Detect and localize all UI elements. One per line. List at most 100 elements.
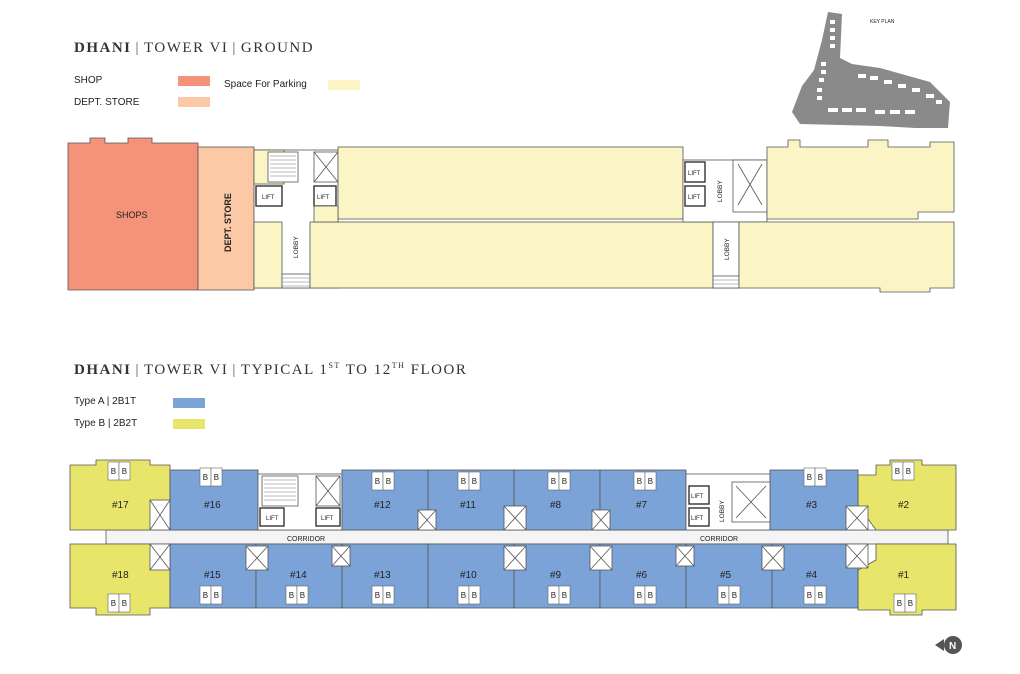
unit-16-label: #16: [204, 500, 221, 511]
unit-2-label: #2: [898, 500, 910, 511]
unit-18-label: #18: [112, 570, 129, 581]
legend-type-a-swatch: [173, 398, 205, 408]
bath-label: B: [648, 591, 653, 600]
bath-box: [728, 585, 741, 605]
ground-lift-3-label: LIFT: [688, 171, 701, 177]
unit-5-label: #5: [720, 570, 732, 581]
typical-title-mid: TO 12: [340, 362, 392, 378]
bath-label: B: [472, 591, 477, 600]
corridor: [105, 529, 949, 545]
bath-box: [296, 585, 309, 605]
typical-title-pre: TYPICAL 1: [240, 362, 329, 378]
bath-label: B: [818, 473, 823, 482]
typical-lift-2: [315, 507, 341, 527]
ground-floor-plan: SHOPS DEPT. STORE LIFT LIFT LIFT LIFT LO…: [67, 137, 955, 293]
bath-label: B: [551, 591, 556, 600]
parking-center-bottom: [309, 221, 714, 289]
bath-label: B: [897, 599, 902, 608]
bath-box: [382, 585, 395, 605]
typical-title-post: FLOOR: [405, 362, 468, 378]
bath-box: [644, 471, 657, 491]
bath-label: B: [300, 591, 305, 600]
bath-label: B: [562, 477, 567, 486]
bath-label: B: [818, 591, 823, 600]
bath-label: B: [732, 591, 737, 600]
typical-floor-plan: CORRIDOR CORRIDOR LIFT LIFT LIFT LIFT LO…: [69, 459, 957, 616]
legend-parking-label: Space For Parking: [224, 79, 307, 90]
typical-lobby-label: LOBBY: [719, 500, 726, 522]
bath-label: B: [122, 599, 127, 608]
ground-lift-1: [255, 185, 283, 207]
bath-label: B: [203, 591, 208, 600]
unit-17-area: [69, 459, 171, 531]
bath-box: [382, 471, 395, 491]
typical-title-sup1: ST: [328, 361, 341, 370]
typical-lift-1: [259, 507, 285, 527]
bath-label: B: [111, 599, 116, 608]
north-arrow: N: [935, 636, 962, 654]
legend-shop-swatch: [178, 76, 210, 86]
typical-lift-4-label: LIFT: [691, 516, 704, 522]
typical-lift-2-label: LIFT: [321, 516, 334, 522]
bath-label: B: [807, 591, 812, 600]
ground-lobby-label-2: LOBBY: [717, 180, 724, 202]
typical-lift-1-label: LIFT: [266, 516, 279, 522]
unit-14-label: #14: [290, 570, 307, 581]
bath-box: [814, 467, 827, 487]
unit-13-label: #13: [374, 570, 391, 581]
bath-label: B: [214, 473, 219, 482]
bath-box: [814, 585, 827, 605]
ground-title-tower: TOWER VI: [144, 40, 229, 56]
ground-lift-2-label: LIFT: [317, 195, 330, 201]
typical-title-tower: TOWER VI: [144, 362, 229, 378]
typical-title-sup2: TH: [391, 361, 406, 370]
parking-right-top: [766, 139, 955, 220]
bath-label: B: [721, 591, 726, 600]
unit-4-label: #4: [806, 570, 818, 581]
bath-label: B: [375, 477, 380, 486]
unit-15-label: #15: [204, 570, 221, 581]
bath-label: B: [214, 591, 219, 600]
unit-8-label: #8: [550, 500, 562, 511]
ground-lift-1-label: LIFT: [262, 195, 275, 201]
ground-lobby-label-1: LOBBY: [293, 236, 300, 258]
bath-box: [118, 461, 131, 481]
parking-right-bottom: [738, 221, 955, 293]
bath-box: [210, 467, 223, 487]
legend-dept-label: DEPT. STORE: [74, 97, 140, 108]
typical-lift-4: [688, 507, 710, 527]
ground-title-project: DHANI: [74, 40, 132, 56]
bath-label: B: [906, 467, 911, 476]
bath-box: [902, 461, 915, 481]
bath-box: [558, 585, 571, 605]
unit-11-label: #11: [460, 500, 476, 511]
bath-label: B: [122, 467, 127, 476]
key-plan: KEY PLAN: [792, 12, 950, 128]
unit-3-label: #3: [806, 500, 818, 511]
bath-box: [118, 593, 131, 613]
legend-type-a-label: Type A | 2B1T: [74, 396, 137, 407]
bath-label: B: [895, 467, 900, 476]
bath-label: B: [637, 591, 642, 600]
bath-box: [558, 471, 571, 491]
unit-18-area: [69, 543, 171, 616]
typical-title-project: DHANI: [74, 362, 132, 378]
corridor-label-2: CORRIDOR: [700, 536, 738, 543]
shops-label: SHOPS: [116, 210, 148, 220]
key-plan-label: KEY PLAN: [870, 19, 895, 25]
bath-box: [468, 471, 481, 491]
parking-center-top: [337, 146, 684, 220]
unit-10-label: #10: [460, 570, 477, 581]
ground-lift-3: [684, 161, 706, 183]
bath-box: [210, 585, 223, 605]
legend-type-b-swatch: [173, 419, 205, 429]
bath-box: [904, 593, 917, 613]
dept-store-label: DEPT. STORE: [223, 193, 233, 252]
bath-label: B: [908, 599, 913, 608]
bath-label: B: [461, 591, 466, 600]
unit-1-label: #1: [898, 570, 910, 581]
bath-box: [644, 585, 657, 605]
typical-lift-3: [688, 485, 710, 505]
ground-lift-4: [684, 185, 706, 207]
